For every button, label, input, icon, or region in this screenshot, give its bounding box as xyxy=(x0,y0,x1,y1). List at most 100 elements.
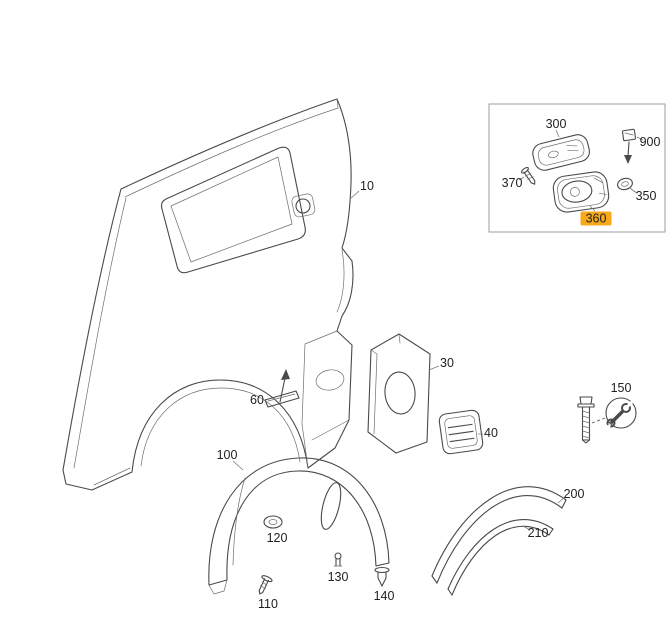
screw-threads xyxy=(260,581,268,590)
trim-200-cap-left xyxy=(431,575,438,584)
inset-box xyxy=(488,103,666,233)
clip-strip-inner xyxy=(267,393,296,402)
flap-hinge-lines xyxy=(566,145,579,152)
filler-flap-300 xyxy=(532,134,590,171)
part-label-100: 100 xyxy=(217,448,238,462)
part-label-10: 10 xyxy=(360,179,374,193)
tool-note-150 xyxy=(577,396,637,444)
clip-60 xyxy=(264,369,300,408)
tool-circle xyxy=(605,397,637,429)
part-label-200: 200 xyxy=(564,487,585,501)
filler-housing-360 xyxy=(552,171,610,213)
inner-panel-oval-hole xyxy=(384,371,416,415)
trim-210-cap-left xyxy=(447,588,453,596)
fuel-filler-opening xyxy=(295,198,311,214)
rivet-cone xyxy=(377,577,387,587)
trim-200-inner-edge xyxy=(436,495,563,584)
bolt-threads xyxy=(582,410,590,439)
screw-370-tip xyxy=(530,180,536,185)
grommet-inner xyxy=(268,519,278,525)
bracket-detail xyxy=(624,132,634,136)
liner-slot xyxy=(320,482,342,530)
screw-370-head xyxy=(520,166,529,174)
vent-slat-1 xyxy=(447,423,473,429)
housing-pipe xyxy=(570,186,580,197)
inner-panel-top-notch xyxy=(398,333,401,344)
bolt-shaft xyxy=(581,406,591,441)
part-label-300: 300 xyxy=(546,117,567,131)
wrench-icon xyxy=(604,400,634,431)
liner-rib xyxy=(232,477,246,566)
screw-370-threads xyxy=(525,173,534,180)
part-label-210: 210 xyxy=(528,526,549,540)
bracket-body xyxy=(621,128,637,142)
fuel-filler-recess xyxy=(291,193,316,218)
flap-outer xyxy=(532,134,590,171)
part-label-360[interactable]: 360 xyxy=(586,212,607,226)
tool-leader-dashed xyxy=(591,417,606,424)
wheelhouse-oval-hole xyxy=(315,369,345,391)
rivet-140 xyxy=(374,566,390,587)
quarter-panel-outline xyxy=(62,98,354,491)
pillar-inner-line xyxy=(73,197,127,469)
roof-inner-line xyxy=(124,107,339,198)
bolt-head xyxy=(579,396,593,405)
housing-outer xyxy=(552,171,610,213)
flap-hinge-oval xyxy=(548,150,559,159)
arch-trim-210 xyxy=(447,518,554,596)
roof-end-cap xyxy=(336,98,339,109)
rivet-head xyxy=(374,566,390,574)
inner-panel-outline xyxy=(367,333,431,454)
bolt-washer xyxy=(577,403,595,408)
clip-strip-outline xyxy=(264,390,300,408)
quarter-panel-10 xyxy=(62,98,354,491)
wheel-arch-liner-100 xyxy=(208,457,390,595)
rivet-neck xyxy=(377,571,387,579)
clip-stem xyxy=(335,558,341,567)
screw-shaft xyxy=(258,578,269,593)
screw-370 xyxy=(520,166,536,185)
grommet-120 xyxy=(263,515,283,529)
vent-grille-40 xyxy=(438,409,484,455)
trim-210-outer-edge xyxy=(447,518,554,590)
inner-wheelhouse-line-1 xyxy=(301,330,338,469)
direction-arrow-shaft xyxy=(279,377,286,403)
housing-rim xyxy=(557,175,605,209)
bolt-tip xyxy=(581,439,591,444)
part-label-900: 900 xyxy=(640,135,661,149)
part-label-60: 60 xyxy=(250,393,264,407)
part-label-350: 350 xyxy=(636,189,657,203)
part-label-140: 140 xyxy=(374,589,395,603)
arch-flange-line xyxy=(140,387,301,467)
vent-inner-frame xyxy=(444,415,478,449)
screw-370-shaft xyxy=(523,169,536,184)
flap-inner xyxy=(537,139,585,166)
trim-200-cap-right xyxy=(561,499,567,509)
inner-panel-fold xyxy=(370,349,378,435)
taillight-line xyxy=(336,249,345,313)
rocker-inner-line xyxy=(93,467,131,486)
grommet-350-inner xyxy=(621,181,629,187)
bracket-arrow-shaft xyxy=(627,141,630,157)
screw-head xyxy=(261,575,273,583)
clip-head xyxy=(334,552,342,560)
part-label-360-highlight[interactable]: 360 xyxy=(580,211,612,226)
window-opening xyxy=(160,146,306,274)
screw-tip xyxy=(258,589,264,595)
liner-left-tab xyxy=(208,579,228,595)
trim-200-outer-edge xyxy=(431,486,567,577)
part-label-130: 130 xyxy=(328,570,349,584)
screw-110 xyxy=(258,575,273,595)
part-labels: 10 30 40 60 100 110 120 130 140 150 200 … xyxy=(217,117,661,611)
part-label-150: 150 xyxy=(611,381,632,395)
inner-panel-30 xyxy=(367,333,431,454)
inner-wheelhouse-line-2 xyxy=(311,419,350,441)
inset-box-border xyxy=(488,103,666,233)
arrow-up-icon xyxy=(281,369,290,380)
housing-depth-lines xyxy=(593,177,607,195)
vent-slat-3 xyxy=(449,437,475,443)
highlight-chip[interactable] xyxy=(580,211,612,226)
vent-slat-2 xyxy=(448,430,474,436)
